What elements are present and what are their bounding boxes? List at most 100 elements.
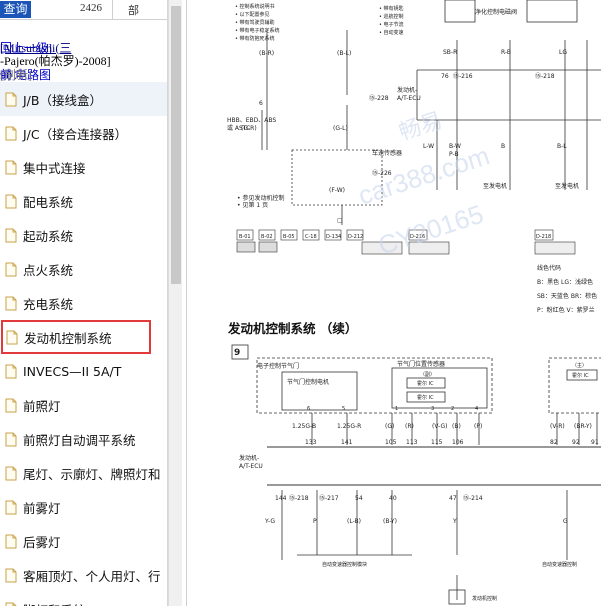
wiring-diagram-viewer: • 控制系统说明书 • 以下配置参见 • 带有驾驶员辅助 • 带有电子稳定系统 … [186, 0, 601, 606]
nav-item[interactable]: 尾灯、示廓灯、牌照灯和 [0, 456, 167, 490]
nav-item[interactable]: 前照灯自动调平系统 [0, 422, 167, 456]
svg-text:6: 6 [307, 406, 310, 412]
svg-text:106: 106 [452, 439, 464, 446]
svg-text:D-218: D-218 [536, 234, 551, 240]
svg-text:D-212: D-212 [348, 234, 363, 240]
svg-text:76: 76 [441, 73, 449, 80]
svg-text:发动机-: 发动机- [239, 454, 259, 462]
svg-text:• 带有防抱死系统: • 带有防抱死系统 [235, 35, 275, 42]
svg-text:（副）: （副） [420, 371, 435, 378]
toolbar-divider [112, 0, 113, 20]
svg-text:至发电机: 至发电机 [483, 182, 507, 190]
watermark: 畅易 car388.com CY20165 [355, 107, 493, 260]
nav-item[interactable]: 发动机控制系统 [1, 320, 151, 354]
nav-item[interactable]: 集中式连接 [0, 150, 167, 184]
document-icon [5, 126, 17, 141]
document-icon [5, 262, 17, 277]
svg-text:⑮-218: ⑮-218 [289, 494, 309, 502]
svg-text:(F-W): (F-W) [329, 187, 345, 194]
svg-text:A/T-ECU: A/T-ECU [397, 95, 421, 102]
nav-item[interactable]: 充电系统 [0, 286, 167, 320]
nav-item[interactable]: 配电系统 [0, 184, 167, 218]
svg-text:⑮-217: ⑮-217 [319, 494, 339, 502]
svg-text:1.25G-B: 1.25G-B [292, 423, 316, 430]
svg-text:(B-R): (B-R) [259, 50, 274, 57]
nav-item[interactable]: 客厢顶灯、个人用灯、行 [0, 558, 167, 592]
top-toolbar: 查询 2426 部 [0, 0, 167, 20]
svg-text:• 带有钥匙: • 带有钥匙 [379, 5, 404, 12]
nav-item[interactable]: 起动系统 [0, 218, 167, 252]
document-icon [6, 330, 18, 345]
svg-text:133: 133 [305, 439, 317, 446]
svg-text:• 以下配置参见: • 以下配置参见 [235, 11, 270, 18]
svg-text:（主）: （主） [572, 362, 587, 369]
nav-item-label: J/C（接合连接器） [23, 126, 128, 142]
prev-label: 前： [0, 68, 25, 82]
svg-text:• 电子节流: • 电子节流 [379, 21, 404, 28]
nav-item[interactable]: J/B（接线盒） [0, 82, 167, 116]
query-button[interactable]: 查询 [0, 1, 31, 18]
svg-text:• 见第 1 页: • 见第 1 页 [237, 201, 268, 209]
nav-item-label: 发动机控制系统 [24, 330, 112, 346]
nav-item-label: 配电系统 [23, 194, 74, 210]
svg-text:电子控制节气门: 电子控制节气门 [257, 362, 299, 370]
document-icon [5, 296, 17, 311]
svg-text:B-05: B-05 [283, 234, 295, 240]
page-number: 9 [234, 348, 240, 358]
svg-text:Y-G: Y-G [264, 518, 275, 525]
nav-item-label: 客厢顶灯、个人用灯、行 [23, 568, 161, 584]
svg-text:82: 82 [550, 439, 558, 446]
wiring-diagram: • 控制系统说明书 • 以下配置参见 • 带有驾驶员辅助 • 带有电子稳定系统 … [227, 0, 601, 605]
document-icon [5, 194, 17, 209]
svg-text:141: 141 [341, 439, 353, 446]
top-dept-text: 部 [128, 4, 139, 17]
brand-link[interactable]: [Mitsubishi(三 [0, 41, 72, 55]
nav-item-label: INVECS—II 5A/T [23, 363, 122, 379]
svg-text:• 带有电子稳定系统: • 带有电子稳定系统 [235, 27, 280, 34]
svg-text:(G-R): (G-R) [241, 125, 257, 132]
svg-text:畅易: 畅易 [396, 107, 446, 144]
svg-text:⑮-216: ⑮-216 [453, 72, 473, 80]
svg-text:B-W: B-W [449, 143, 461, 150]
svg-text:(G-L): (G-L) [333, 125, 348, 132]
left-panel-scrollbar[interactable] [168, 0, 182, 606]
nav-item-label: 后雾灯 [23, 534, 61, 550]
nav-item[interactable]: J/C（接合连接器） [0, 116, 167, 150]
svg-text:B-02: B-02 [261, 234, 273, 240]
svg-text:115: 115 [431, 439, 443, 446]
svg-text:54: 54 [355, 495, 363, 502]
nav-item[interactable]: INVECS—II 5A/T [0, 354, 167, 388]
svg-text:SB：天蓝色 BR：棕色: SB：天蓝色 BR：棕色 [537, 292, 597, 300]
svg-text:92: 92 [572, 439, 580, 446]
document-icon [5, 160, 17, 175]
svg-text:G: G [563, 518, 568, 525]
svg-text:HBB、EBD、ABS: HBB、EBD、ABS [227, 117, 276, 124]
nav-item-label: 尾灯、示廓灯、牌照灯和 [23, 466, 161, 482]
svg-text:(R): (R) [405, 423, 414, 430]
document-icon [5, 364, 17, 379]
svg-text:(B-Y): (B-Y) [383, 518, 397, 525]
svg-text:自动变速器控制: 自动变速器控制 [542, 561, 577, 568]
nav-item[interactable]: 后雾灯 [0, 524, 167, 558]
back-link[interactable]: 回上一级] [0, 41, 52, 55]
nav-item[interactable]: 脚灯和系统 [0, 592, 167, 606]
prev-circuit-link[interactable]: 90 电路图 [0, 68, 52, 82]
nav-item-label: 充电系统 [23, 296, 74, 312]
svg-text:R-B: R-B [501, 49, 511, 56]
svg-text:P：粉红色 V：紫罗兰: P：粉红色 V：紫罗兰 [537, 306, 595, 314]
nav-item[interactable]: 前雾灯 [0, 490, 167, 524]
svg-text:⑮-218: ⑮-218 [535, 72, 555, 80]
svg-text:113: 113 [406, 439, 418, 446]
svg-text:车速传感器: 车速传感器 [372, 149, 402, 157]
scrollbar-thumb[interactable] [171, 6, 181, 284]
svg-text:至发电机: 至发电机 [555, 182, 579, 190]
svg-text:• 自动变速: • 自动变速 [379, 29, 404, 36]
nav-item[interactable]: 前照灯 [0, 388, 167, 422]
svg-text:• 参见发动机控制: • 参见发动机控制 [237, 194, 284, 202]
nav-item-label: 前照灯自动调平系统 [23, 432, 136, 448]
svg-text:节气门控制电机: 节气门控制电机 [287, 378, 329, 386]
svg-text:节气门位置传感器: 节气门位置传感器 [397, 360, 445, 368]
svg-text:自动变速器控制模块: 自动变速器控制模块 [322, 561, 367, 568]
nav-item[interactable]: 点火系统 [0, 252, 167, 286]
refresh-link[interactable]: [刷新] [0, 68, 32, 82]
